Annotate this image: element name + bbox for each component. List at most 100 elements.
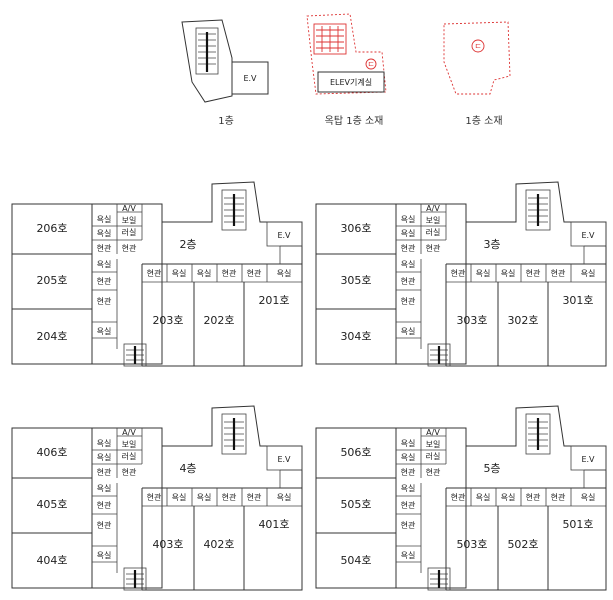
ev-label: E.V [581, 455, 595, 464]
cell-label: 현관 [551, 492, 566, 502]
cell-label: 욕실 [97, 259, 112, 269]
legend-elev-machine: ELEV기계실 [330, 77, 372, 87]
unit-label: 406호 [36, 446, 67, 459]
unit-label: 505호 [340, 498, 371, 511]
cell-label: 욕실 [581, 492, 596, 502]
cell-label: 현관 [451, 268, 466, 278]
cell-label: 보일 [122, 216, 137, 225]
ev-label: E.V [277, 455, 291, 464]
cell-label: 현관 [401, 467, 416, 477]
cell-label: 러실 [122, 451, 137, 461]
cell-label: 러실 [426, 451, 441, 461]
unit-label: 501호 [562, 518, 593, 531]
cell-label: A/V [426, 428, 440, 437]
cell-label: 현관 [551, 268, 566, 278]
unit-label: 302호 [507, 314, 538, 327]
cell-label: 현관 [401, 243, 416, 253]
cell-label: 욕실 [401, 483, 416, 493]
cell-label: 현관 [122, 243, 137, 253]
unit-label: 504호 [340, 554, 371, 567]
unit-label: 403호 [152, 538, 183, 551]
cell-label: 욕실 [401, 214, 416, 224]
cell-label: 욕실 [97, 483, 112, 493]
cell-label: 현관 [222, 268, 237, 278]
cell-label: 보일 [426, 216, 441, 225]
cell-label: 욕실 [97, 214, 112, 224]
cell-label: 욕실 [97, 452, 112, 462]
cell-label: 욕실 [581, 268, 596, 278]
unit-label: 401호 [258, 518, 289, 531]
cell-label: 욕실 [97, 550, 112, 560]
cell-label: A/V [122, 204, 136, 213]
cell-label: 욕실 [172, 268, 187, 278]
cell-label: 현관 [526, 268, 541, 278]
floor-label: 4층 [179, 462, 196, 475]
cell-label: 현관 [401, 296, 416, 306]
legend-floor1-loc-caption: 1층 소재 [465, 115, 502, 127]
cell-label: 현관 [122, 467, 137, 477]
cell-label: 현관 [97, 520, 112, 530]
cell-label: 현관 [401, 520, 416, 530]
unit-label: 402호 [203, 538, 234, 551]
legend-marker-rooftop: ㄷ [367, 60, 374, 69]
cell-label: 현관 [247, 268, 262, 278]
ev-label: E.V [277, 231, 291, 240]
cell-label: 현관 [526, 492, 541, 502]
cell-label: 욕실 [501, 492, 516, 502]
cell-label: 현관 [147, 268, 162, 278]
legend-marker-floor1: ㄷ [474, 42, 481, 51]
cell-label: 보일 [426, 440, 441, 449]
cell-label: 욕실 [401, 259, 416, 269]
cell-label: 욕실 [277, 268, 292, 278]
cell-label: 욕실 [197, 492, 212, 502]
cell-label: 러실 [426, 227, 441, 237]
cell-label: 욕실 [401, 326, 416, 336]
legend-rooftop: ㄷ ELEV기계실 옥탑 1층 소재 [306, 13, 387, 127]
cell-label: 러실 [122, 227, 137, 237]
unit-label: 202호 [203, 314, 234, 327]
cell-label: 욕실 [476, 268, 491, 278]
unit-label: 305호 [340, 274, 371, 287]
cell-label: 욕실 [476, 492, 491, 502]
legend-floor1-caption: 1층 [218, 115, 234, 127]
legend-ev-label: E.V [243, 74, 257, 83]
cell-label: 현관 [97, 467, 112, 477]
cell-label: 욕실 [401, 228, 416, 238]
floor-label: 2층 [179, 238, 196, 251]
ev-label: E.V [581, 231, 595, 240]
legend-rooftop-caption: 옥탑 1층 소재 [325, 115, 384, 127]
cell-label: 현관 [247, 492, 262, 502]
cell-label: A/V [122, 428, 136, 437]
cell-label: 욕실 [97, 438, 112, 448]
unit-label: 204호 [36, 330, 67, 343]
unit-label: 205호 [36, 274, 67, 287]
cell-label: 현관 [97, 276, 112, 286]
unit-label: 206호 [36, 222, 67, 235]
cell-label: 현관 [401, 500, 416, 510]
cell-label: 욕실 [97, 228, 112, 238]
unit-label: 506호 [340, 446, 371, 459]
cell-label: 현관 [426, 467, 441, 477]
unit-label: 306호 [340, 222, 371, 235]
cell-label: 현관 [97, 296, 112, 306]
cell-label: 욕실 [97, 326, 112, 336]
cell-label: 욕실 [401, 438, 416, 448]
unit-label: 405호 [36, 498, 67, 511]
unit-label: 404호 [36, 554, 67, 567]
cell-label: 현관 [426, 243, 441, 253]
unit-label: 502호 [507, 538, 538, 551]
cell-label: A/V [426, 204, 440, 213]
cell-label: 욕실 [501, 268, 516, 278]
cell-label: 욕실 [277, 492, 292, 502]
unit-label: 203호 [152, 314, 183, 327]
unit-label: 303호 [456, 314, 487, 327]
cell-label: 현관 [451, 492, 466, 502]
cell-label: 현관 [97, 500, 112, 510]
cell-label: 욕실 [401, 452, 416, 462]
cell-label: 현관 [97, 243, 112, 253]
legend-floor1: E.V 1층 [181, 19, 269, 127]
